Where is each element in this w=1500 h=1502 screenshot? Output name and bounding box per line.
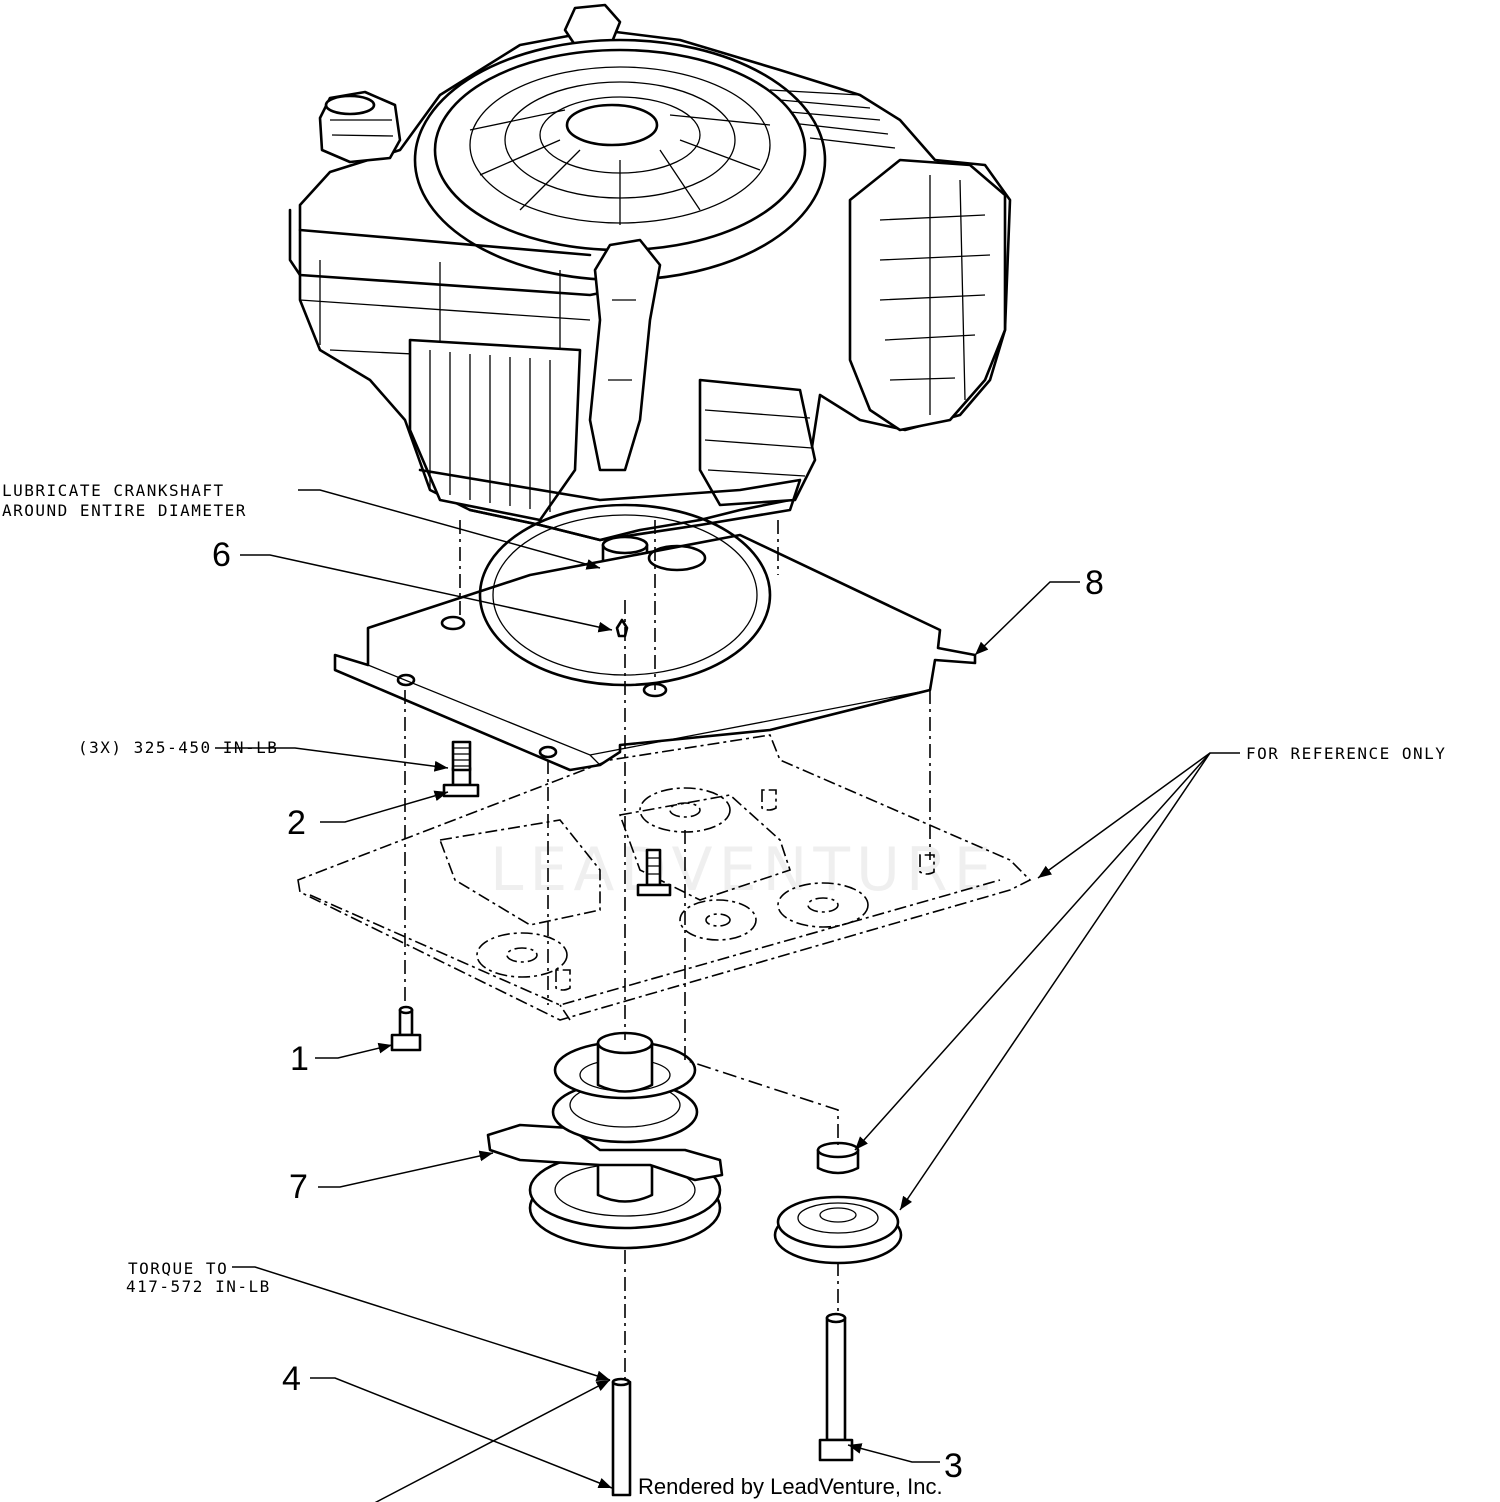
note-torque-value: 417-572 IN-LB xyxy=(126,1277,271,1296)
watermark: LEADVENTURE xyxy=(490,835,998,905)
callout-7: 7 xyxy=(289,1168,308,1206)
note-torque-to: TORQUE TO xyxy=(128,1259,228,1278)
note-lubricate-line1: LUBRICATE CRANKSHAFT xyxy=(2,481,225,500)
callout-6: 6 xyxy=(212,536,231,574)
bolt-item-1 xyxy=(390,1005,422,1052)
mounting-plate xyxy=(333,503,977,772)
credit-text: Rendered by LeadVenture, Inc. xyxy=(638,1474,943,1499)
callout-2: 2 xyxy=(287,804,306,842)
pulley-assembly-item-7 xyxy=(486,1031,724,1250)
deck-bolt xyxy=(636,848,672,897)
bolt-item-2 xyxy=(442,740,480,798)
note-torque-bolts: (3X) 325-450 IN-LB xyxy=(78,738,278,757)
alignment-lines xyxy=(404,520,931,1380)
leader-lines xyxy=(215,489,1240,1502)
pin-item-4 xyxy=(611,1377,632,1497)
engine-assembly xyxy=(288,3,1012,603)
callout-1: 1 xyxy=(290,1040,309,1078)
callout-4: 4 xyxy=(282,1360,301,1398)
idler-reference xyxy=(773,1141,903,1265)
callout-8: 8 xyxy=(1085,564,1104,602)
note-lubricate-line2: AROUND ENTIRE DIAMETER xyxy=(2,501,247,520)
note-reference-only: FOR REFERENCE ONLY xyxy=(1246,744,1446,763)
callout-3: 3 xyxy=(944,1447,963,1485)
bolt-item-3 xyxy=(818,1312,854,1462)
